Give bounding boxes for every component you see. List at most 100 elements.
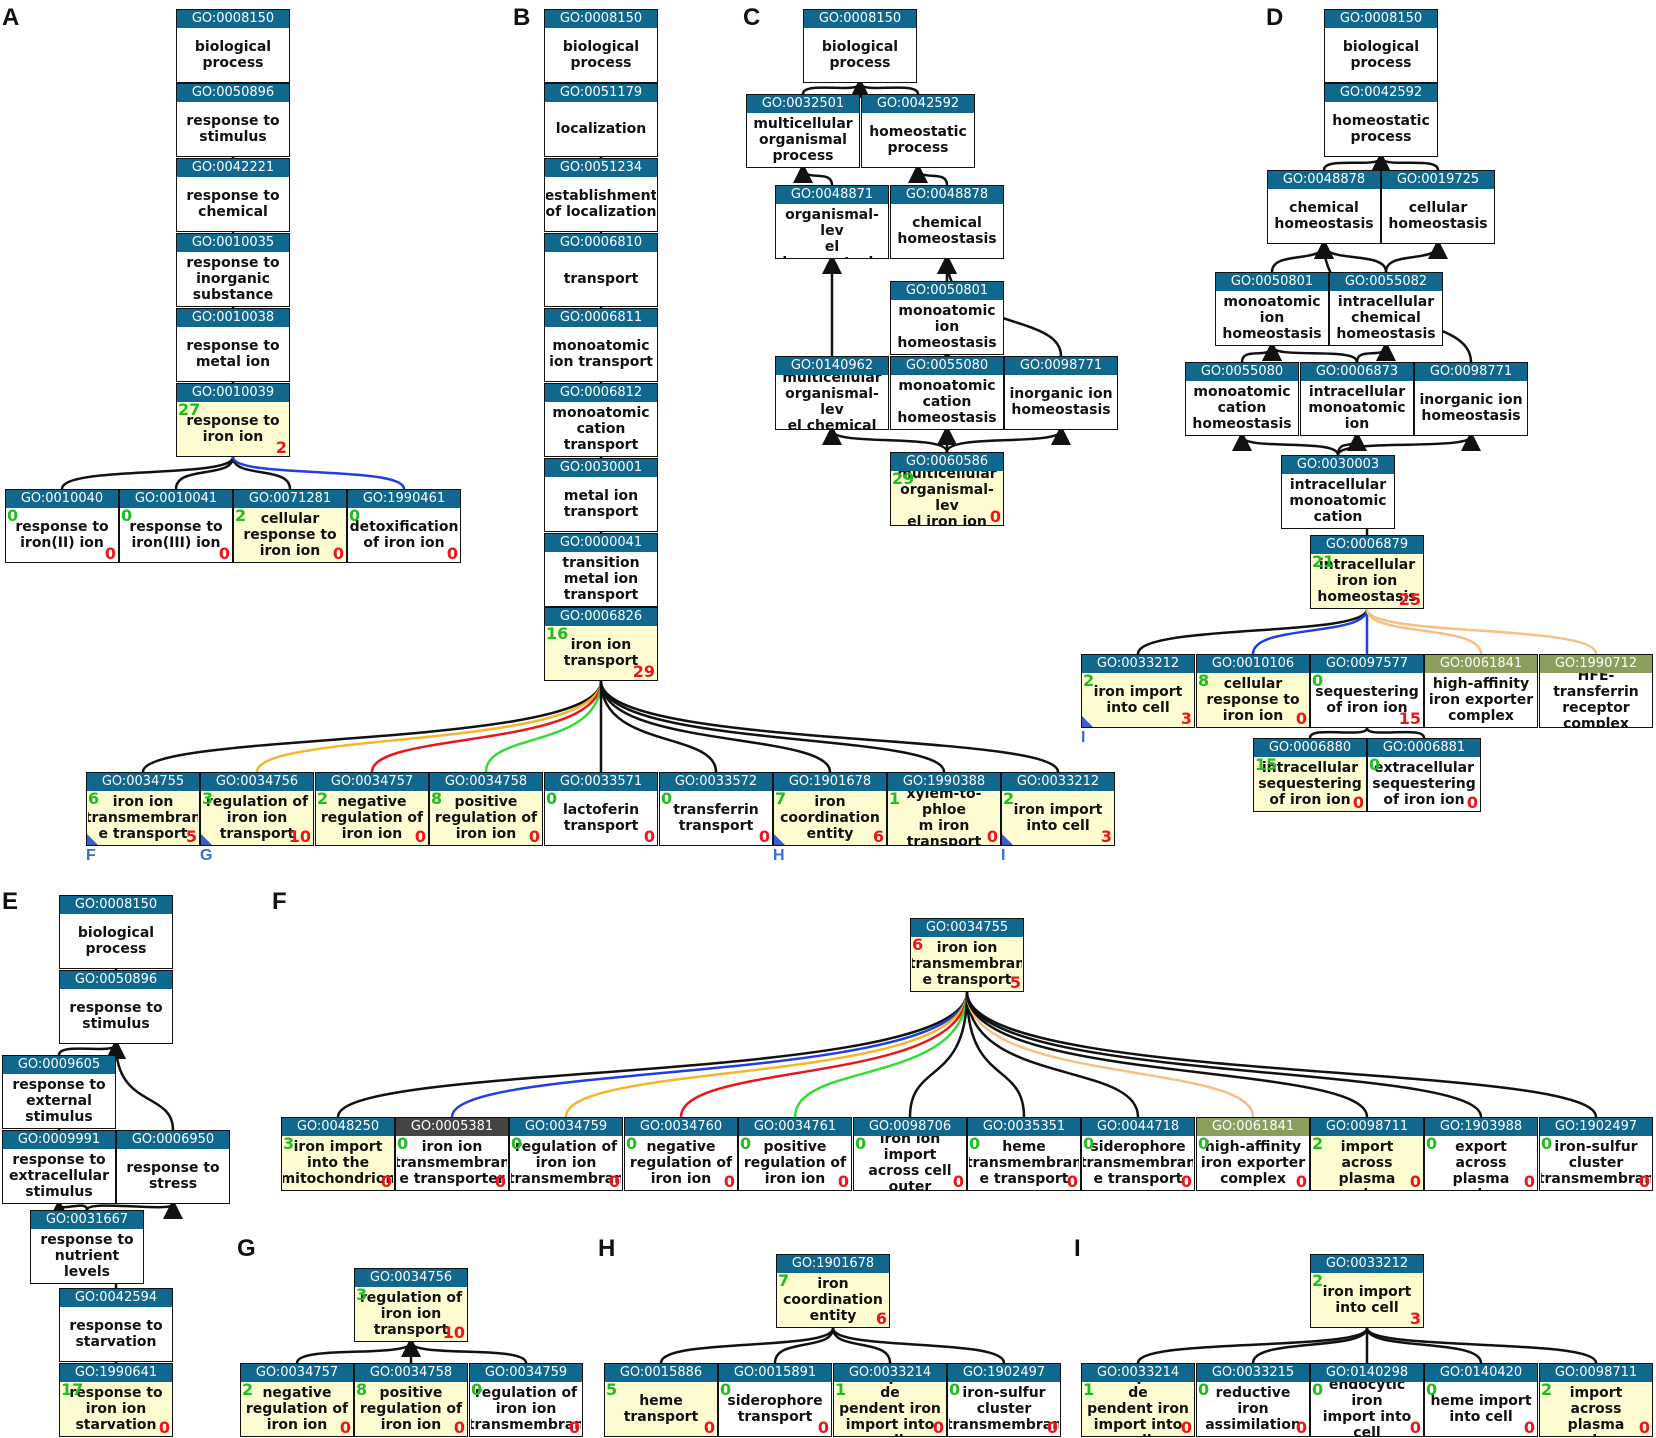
expand-corner-icon[interactable]	[1082, 716, 1093, 727]
expand-corner-icon[interactable]	[1002, 834, 1013, 845]
panel-reference-link[interactable]: G	[200, 847, 213, 864]
expand-corner-icon[interactable]	[774, 834, 785, 845]
panel-reference-link[interactable]: I	[1001, 847, 1006, 864]
panel-reference-link[interactable]: I	[1081, 729, 1086, 746]
go-term-node[interactable]: GO:0048871multicellularorganismal-level …	[775, 185, 889, 259]
panel-reference-link[interactable]: F	[86, 847, 96, 864]
expand-corner-icon[interactable]	[87, 834, 98, 845]
panel-reference-link[interactable]: H	[773, 847, 785, 864]
expand-corner-icon[interactable]	[201, 834, 212, 845]
